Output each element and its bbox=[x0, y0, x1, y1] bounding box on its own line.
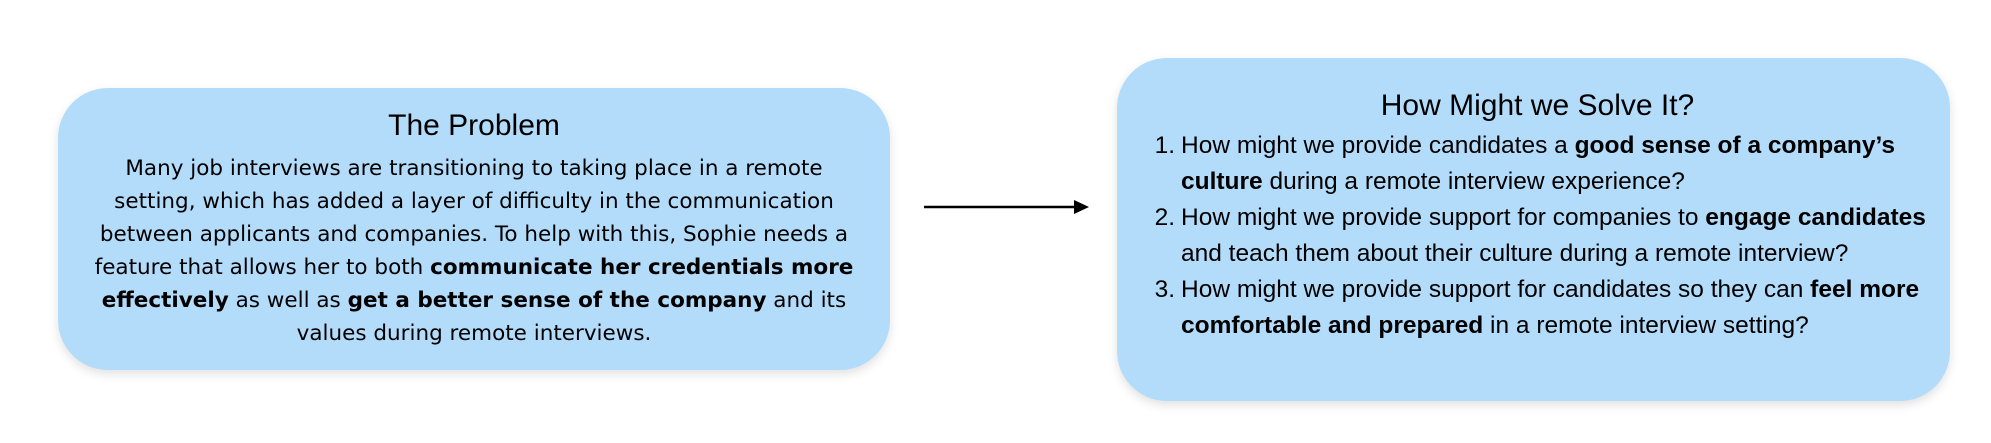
solve-title: How Might we Solve It? bbox=[1380, 89, 1695, 122]
list-item-text-before: How might we provide support for compani… bbox=[1181, 204, 1706, 231]
list-item-text-after: and teach them about their culture durin… bbox=[1181, 240, 1849, 267]
solve-list: 1. How might we provide candidates a goo… bbox=[1139, 128, 1936, 344]
list-item-text-before: How might we provide candidates a bbox=[1181, 132, 1575, 159]
problem-card: The Problem Many job interviews are tran… bbox=[58, 88, 890, 370]
problem-description-bold-company: get a better sense of the company bbox=[347, 288, 767, 313]
problem-description-bold-credentials: communicate her credentials more effecti… bbox=[101, 255, 854, 313]
list-item: 1. How might we provide candidates a goo… bbox=[1139, 128, 1936, 200]
list-item-text-after: in a remote interview setting? bbox=[1483, 312, 1809, 339]
arrowhead-main bbox=[1074, 200, 1089, 214]
list-item-text-bold: feel more comfortable and prepared bbox=[1181, 276, 1920, 339]
list-item-text-bold: engage candidates bbox=[1705, 204, 1926, 231]
list-item-number: 3. bbox=[1154, 276, 1175, 303]
list-item-text-after: during a remote interview experience? bbox=[1262, 168, 1685, 195]
right-arrow-icon bbox=[924, 200, 1089, 214]
list-item-text: How might we provide candidates a good s… bbox=[1181, 128, 1936, 200]
list-item-text: How might we provide support for candida… bbox=[1181, 272, 1936, 344]
problem-title: The Problem bbox=[388, 109, 560, 142]
list-item: 3. How might we provide support for cand… bbox=[1139, 272, 1936, 344]
solve-card: How Might we Solve It? 1. How might we p… bbox=[1117, 58, 1950, 401]
problem-description-end: and its values during remote interviews. bbox=[296, 288, 847, 346]
list-item-text-bold: good sense of a company’s culture bbox=[1181, 132, 1895, 195]
list-item-number: 1. bbox=[1154, 132, 1175, 159]
problem-description: Many job interviews are transitioning to… bbox=[90, 152, 858, 350]
list-item-number: 2. bbox=[1154, 204, 1175, 231]
problem-description-intro: Many job interviews are transitioning to… bbox=[94, 156, 849, 280]
list-item-text-before: How might we provide support for candida… bbox=[1181, 276, 1811, 303]
problem-description-middle: as well as bbox=[228, 288, 348, 313]
list-item-text: How might we provide support for compani… bbox=[1181, 200, 1936, 272]
list-item: 2. How might we provide support for comp… bbox=[1139, 200, 1936, 272]
